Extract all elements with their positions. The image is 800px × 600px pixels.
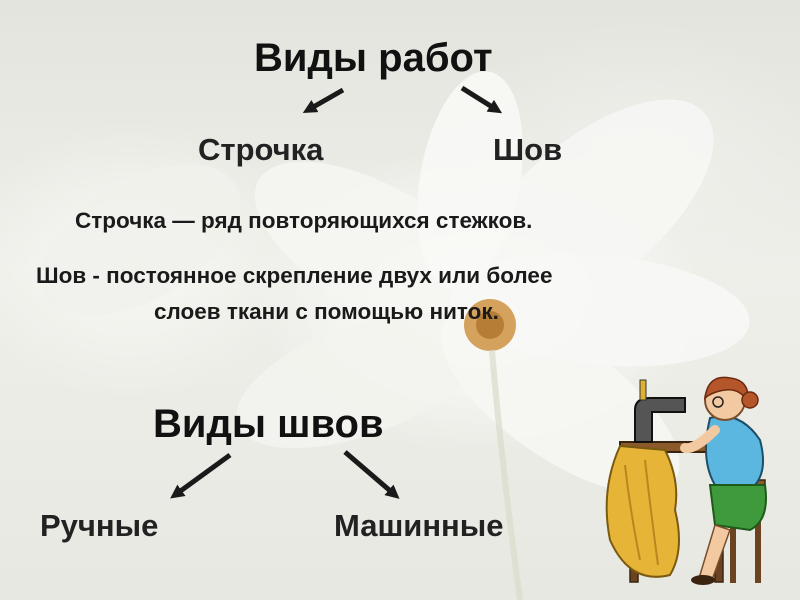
definition-seam-line1: Шов - постоянное скрепление двух или бол… bbox=[36, 263, 553, 288]
seam-type-hand: Ручные bbox=[40, 508, 159, 543]
sewing-woman-clipart bbox=[605, 376, 767, 585]
branch-seam: Шов bbox=[493, 132, 563, 167]
definition-seam-line2: слоев ткани с помощью ниток. bbox=[154, 299, 499, 324]
seam-type-machine: Машинные bbox=[334, 508, 504, 543]
title: Виды работ bbox=[254, 36, 493, 80]
subtitle: Виды швов bbox=[153, 402, 384, 446]
definition-stitch: Строчка — ряд повторяющихся стежков. bbox=[75, 208, 533, 233]
branch-stitch: Строчка bbox=[198, 132, 324, 167]
